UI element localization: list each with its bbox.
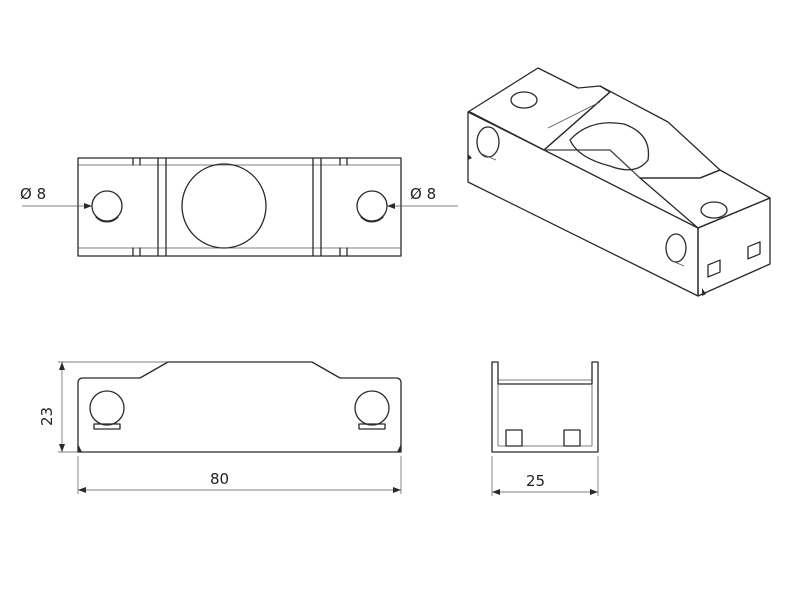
iso-top-center bbox=[543, 85, 721, 179]
iso-top-left-lug bbox=[467, 67, 611, 151]
top-view-outline bbox=[77, 157, 402, 257]
iso-top-right-lug bbox=[639, 169, 771, 229]
isometric-view bbox=[467, 67, 771, 297]
side-view-outline bbox=[491, 361, 599, 453]
top-right-hole bbox=[356, 190, 388, 222]
iso-right-end-face bbox=[697, 197, 771, 297]
front-right-hole bbox=[354, 390, 390, 426]
top-center-boss bbox=[181, 163, 267, 249]
left-hole-diameter-label: Ø 8 bbox=[20, 185, 46, 203]
height-dimension-label: 23 bbox=[38, 407, 56, 426]
side-view: 25 bbox=[491, 361, 599, 496]
width-dimension-label: 25 bbox=[526, 472, 545, 490]
top-view: Ø 8 Ø 8 bbox=[20, 157, 458, 257]
right-hole-diameter-label: Ø 8 bbox=[410, 185, 436, 203]
length-dimension-label: 80 bbox=[210, 470, 229, 488]
iso-top-right-hole bbox=[700, 201, 728, 219]
front-view-outline bbox=[77, 361, 402, 453]
front-view: 23 80 bbox=[38, 361, 402, 494]
iso-front-face bbox=[467, 111, 699, 297]
iso-top-left-hole bbox=[510, 91, 538, 109]
iso-front-right-hole bbox=[665, 233, 687, 263]
iso-front-left-hole bbox=[476, 126, 500, 158]
iso-center-boss bbox=[569, 122, 650, 171]
top-left-hole bbox=[91, 190, 123, 222]
front-left-hole bbox=[89, 390, 125, 426]
